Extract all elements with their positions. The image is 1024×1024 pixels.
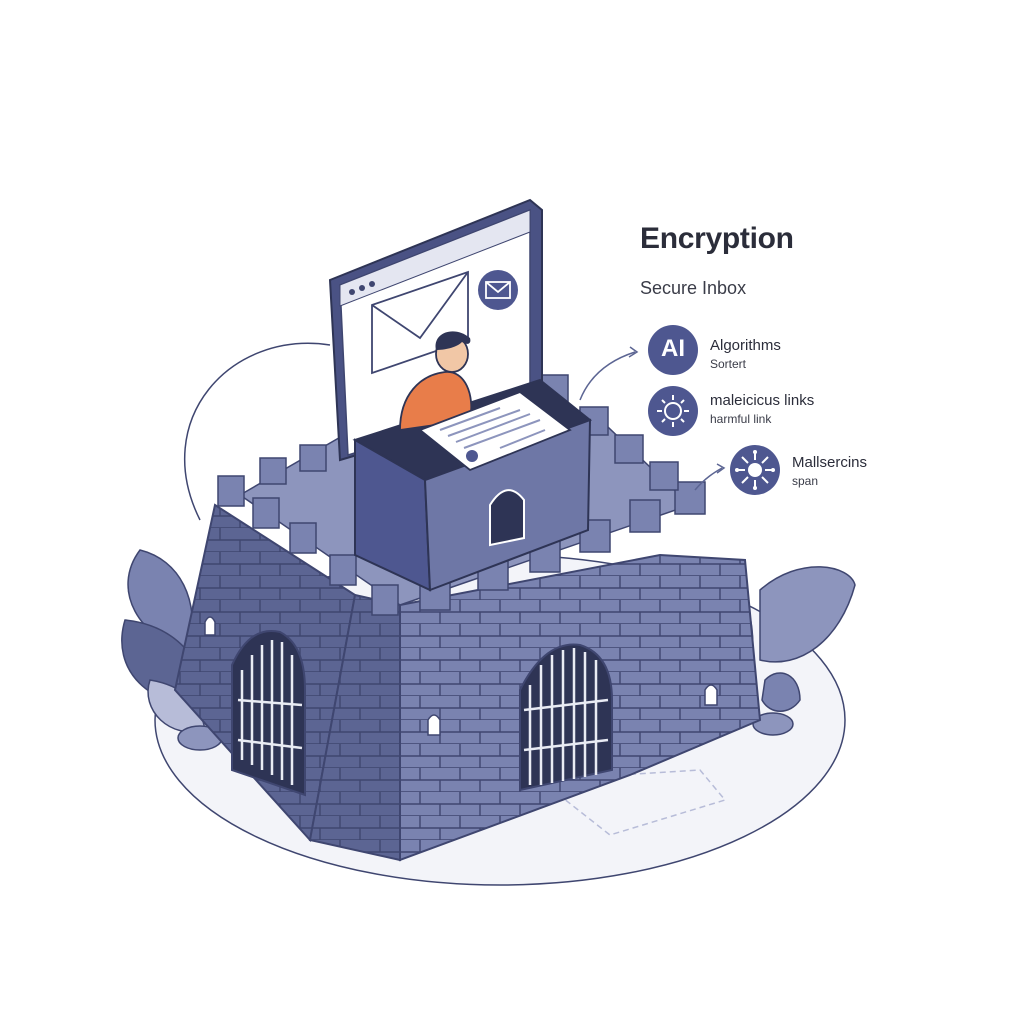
arrow-to-algorithms (579, 351, 636, 401)
heading-title: Encryption (640, 222, 794, 255)
heading-subtitle: Secure Inbox (640, 278, 747, 298)
feature-malware-subtitle: span (792, 474, 819, 488)
ai-badge-icon (648, 325, 698, 375)
ai-badge-text: AI (661, 335, 685, 362)
central-keep (352, 378, 593, 592)
malware-bug-icon (730, 445, 780, 495)
virus-sun-icon (648, 386, 698, 436)
tablet-screen (328, 198, 543, 462)
feature-malware-title: Mallsercins (792, 454, 868, 471)
feature-links-subtitle: harmful link (710, 412, 772, 426)
keep-door (489, 489, 525, 547)
feature-algorithms-title: Algorithms (710, 337, 781, 354)
fortress-windows (204, 616, 718, 736)
left-gate (231, 630, 306, 797)
arrow-to-malware (694, 467, 723, 491)
person-figure (399, 331, 473, 432)
right-gate (519, 643, 613, 792)
leaves-left (121, 549, 223, 751)
mail-badge-icon (478, 270, 518, 310)
feature-algorithms-subtitle: Sortert (710, 357, 747, 371)
orbit-line (183, 342, 331, 521)
feature-links-title: maleicicus links (710, 392, 815, 409)
document-card (418, 390, 572, 472)
